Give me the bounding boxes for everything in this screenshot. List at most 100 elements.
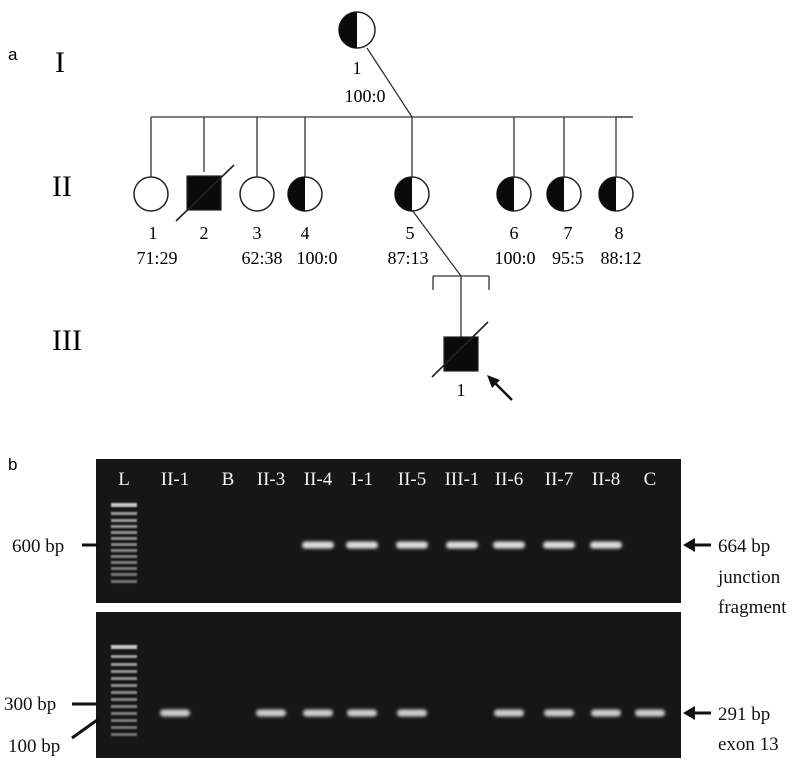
lane-label-II-3: II-3	[257, 469, 285, 490]
band-bottom-II-8	[591, 709, 621, 717]
x-inactivation-ratio: 87:13	[387, 248, 428, 268]
band-bottom-II-5	[397, 709, 427, 717]
ladder-bottom-band	[111, 712, 137, 715]
individual-number: 6	[510, 223, 519, 243]
ladder-bottom-band	[111, 684, 137, 687]
band-label-291bp: 291 bp	[718, 704, 770, 725]
x-inactivation-ratio: 95:5	[552, 248, 584, 268]
band-top-II-6	[493, 541, 525, 549]
ladder-top-band	[111, 537, 137, 540]
ladder-top-band	[111, 549, 137, 552]
descent-line-II5	[411, 209, 462, 277]
ladder-top-band	[111, 543, 137, 546]
pedigree-panel: a I II III 1	[8, 11, 642, 401]
individual-number: 5	[406, 223, 415, 243]
lane-label-II-5: II-5	[398, 469, 426, 490]
marker-label-100bp: 100 bp	[8, 736, 60, 757]
ladder-bottom-band	[111, 663, 137, 666]
band-top-II-7	[543, 541, 575, 549]
ladder-bottom-band	[111, 726, 137, 729]
lane-label-B: B	[222, 469, 235, 490]
individual-II-7: 7 95:5	[546, 176, 584, 268]
marker-label-600bp: 600 bp	[12, 536, 64, 557]
individual-number: 8	[615, 223, 624, 243]
ladder-top	[111, 503, 137, 583]
marker-label-300bp: 300 bp	[4, 694, 56, 715]
band-top-II-8	[590, 541, 622, 549]
band-bottom-C	[635, 709, 665, 717]
ladder-top-band	[111, 580, 137, 583]
generation-label-II: II	[52, 170, 72, 203]
x-inactivation-ratio: 100:0	[494, 248, 535, 268]
band-top-II-4	[302, 541, 334, 549]
ladder-bottom-band	[111, 670, 137, 673]
ladder-bottom-band	[111, 645, 137, 649]
x-inactivation-ratio: 71:29	[136, 248, 177, 268]
ladder-top-band	[111, 525, 137, 528]
band-bottom-II-6	[494, 709, 524, 717]
band-arrow-top-icon	[683, 538, 711, 552]
band-arrow-bottom-icon	[683, 706, 711, 720]
band-bottom-I-1	[347, 709, 377, 717]
ladder-top-band	[111, 567, 137, 570]
individual-II-1: 1 71:29	[133, 176, 178, 268]
lane-label-III-1: III-1	[445, 469, 480, 490]
individual-III-1: 1	[431, 321, 489, 400]
band-bottom-II-3	[256, 709, 286, 717]
lane-label-L: L	[118, 469, 130, 490]
descent-line-I1	[366, 47, 413, 118]
ladder-bottom-band	[111, 705, 137, 708]
lane-label-C: C	[644, 469, 657, 490]
ladder-bottom-band	[111, 677, 137, 680]
lane-label-II-8: II-8	[592, 469, 620, 490]
band-label-fragment: fragment	[718, 597, 787, 618]
gel-bottom-image	[96, 612, 681, 758]
lane-labels: L II-1 B II-3 II-4 I-1 II-5 III-1 II-6 I…	[118, 469, 656, 490]
band-bottom-II-1	[160, 709, 190, 717]
individual-number: 7	[564, 223, 573, 243]
panel-a-label: a	[8, 45, 18, 64]
lane-label-II-7: II-7	[545, 469, 573, 490]
band-bottom-II-7	[544, 709, 574, 717]
ladder-bottom-band	[111, 655, 137, 658]
individual-number: 3	[253, 223, 262, 243]
bands-top	[302, 541, 622, 549]
x-inactivation-ratio: 100:0	[344, 86, 385, 106]
lane-label-I-1: I-1	[351, 469, 373, 490]
gel-panel: b L II-1 B II-3 II-4 I-1 II-5 III-1 II-6…	[4, 455, 787, 758]
individual-II-2: 2	[175, 164, 235, 243]
individual-number: 4	[301, 223, 310, 243]
lane-label-II-1: II-1	[161, 469, 189, 490]
ladder-bottom-band	[111, 733, 137, 736]
gel-top-image	[96, 459, 681, 603]
ladder-top-band	[111, 531, 137, 534]
x-inactivation-ratio: 100:0	[296, 248, 337, 268]
individual-I-1: 1 100:0	[338, 11, 386, 106]
individual-II-5: 5 87:13	[387, 176, 430, 268]
panel-b-label: b	[8, 455, 17, 474]
individual-II-8: 8 88:12	[598, 176, 642, 268]
band-label-exon13: exon 13	[718, 734, 779, 755]
ladder-top-band	[111, 555, 137, 558]
x-inactivation-ratio: 88:12	[600, 248, 641, 268]
individual-number: 1	[149, 223, 158, 243]
generation-label-III: III	[52, 324, 82, 357]
generation-label-I: I	[55, 46, 65, 79]
ladder-top-band	[111, 561, 137, 564]
ladder-top-band	[111, 519, 137, 522]
band-label-junction: junction	[717, 567, 781, 588]
individual-II-6: 6 100:0	[494, 176, 536, 268]
band-top-II-5	[396, 541, 428, 549]
individual-number: 1	[353, 58, 362, 78]
ladder-bottom-band	[111, 698, 137, 701]
lane-label-II-4: II-4	[304, 469, 333, 490]
ladder-bottom-band	[111, 719, 137, 722]
ladder-bottom-band	[111, 691, 137, 694]
band-top-III-1	[446, 541, 478, 549]
band-top-I-1	[346, 541, 378, 549]
band-bottom-II-4	[303, 709, 333, 717]
lane-label-II-6: II-6	[495, 469, 523, 490]
ladder-top-band	[111, 573, 137, 576]
x-inactivation-ratio: 62:38	[241, 248, 282, 268]
